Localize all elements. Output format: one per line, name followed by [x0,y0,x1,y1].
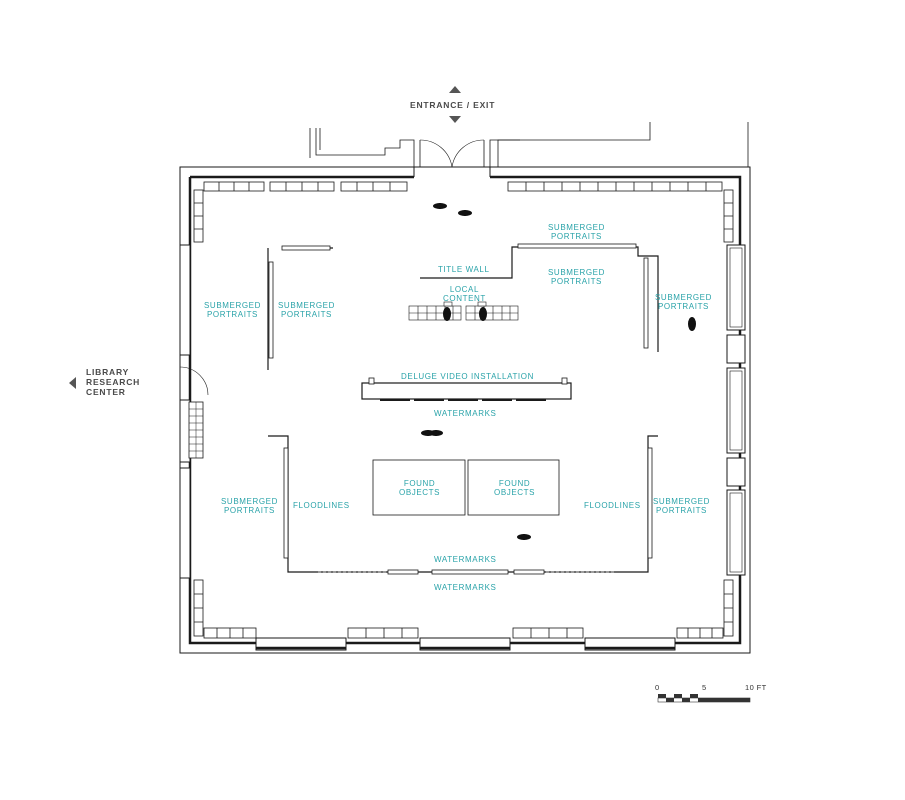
library-label-line: LIBRARY [86,367,130,377]
found-objects-tables [372,459,560,516]
people-figures [421,203,696,540]
local-content-tables [408,301,519,321]
bench-top-left [193,181,408,243]
scale-tick-label: 5 [702,683,707,692]
scale-tick-label: 10 FT [745,683,767,692]
bottom-windows [255,637,676,651]
deluge-installation [361,377,572,401]
zone-label-watermarks: WATERMARKS [434,555,497,564]
library-label-line: CENTER [86,387,126,397]
zone-label-floodlines: FLOODLINES [584,501,641,510]
library-arrow [69,377,76,389]
scale-bar [657,694,751,703]
left-windows [179,244,204,579]
bench-top-right [507,181,734,243]
zone-label-watermarks: WATERMARKS [434,409,497,418]
library-door [179,366,209,396]
zone-label-deluge: DELUGE VIDEO INSTALLATION [401,372,534,381]
library-label-line: RESEARCH [86,377,141,387]
right-windows [726,244,746,576]
entrance-arrows [449,86,461,123]
zone-label-watermarks: WATERMARKS [434,583,497,592]
display-strips [268,243,653,575]
zone-label-title-wall: TITLE WALL [438,265,490,274]
bench-bottom-left [193,579,419,639]
scale-tick-label: 0 [655,683,660,692]
zone-label-floodlines: FLOODLINES [293,501,350,510]
library-label: LIBRARY RESEARCH CENTER [86,367,140,397]
entrance-exit-label: ENTRANCE / EXIT [410,100,496,110]
entrance [309,122,749,168]
bench-bottom-right [512,579,734,639]
